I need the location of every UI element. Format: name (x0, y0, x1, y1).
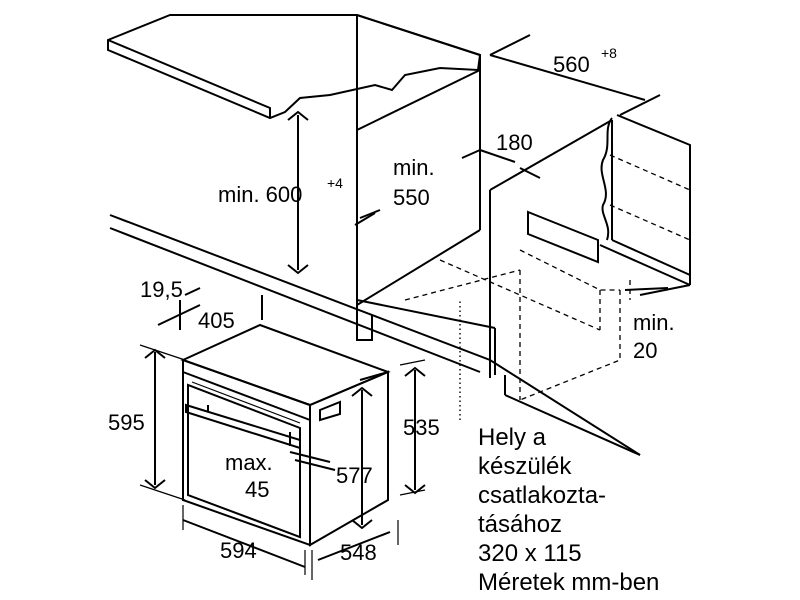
dim-405: 405 (198, 308, 235, 333)
dim-min-550-line2: 550 (393, 185, 430, 210)
dim-548: 548 (340, 540, 377, 565)
dim-19-5: 19,5 (140, 277, 183, 302)
dim-560: 560 (553, 52, 590, 77)
dim-595: 595 (108, 410, 145, 435)
dim-min-20-line2: 20 (633, 338, 657, 363)
dim-min-550-line1: min. (393, 155, 435, 180)
dim-577: 577 (336, 463, 373, 488)
dim-max-45-line1: max. (225, 450, 273, 475)
dim-594: 594 (220, 538, 257, 563)
note-line-6: Méretek mm-ben (478, 569, 659, 596)
dim-560-sup: +8 (601, 45, 617, 61)
dim-max-45-line2: 45 (245, 477, 269, 502)
dim-min-600-sup: +4 (327, 175, 343, 191)
note-line-2: készülék (478, 453, 572, 480)
dim-min-20-line1: min. (633, 310, 675, 335)
niche-cabinet (109, 15, 641, 456)
dim-180: 180 (496, 130, 533, 155)
note-line-1: Hely a (478, 424, 547, 451)
note-line-4: tásához (478, 511, 562, 538)
dim-min-600: min. 600 (218, 182, 302, 207)
note-line-3: csatlakozta- (478, 482, 606, 509)
connection-cutout (527, 210, 599, 264)
connection-note: Hely a készülék csatlakozta- tásához 320… (478, 424, 659, 596)
countertop (107, 14, 482, 120)
dimension-lines (139, 34, 691, 580)
note-line-5: 320 x 115 (478, 540, 582, 567)
oven (180, 323, 391, 547)
dim-535: 535 (403, 415, 440, 440)
